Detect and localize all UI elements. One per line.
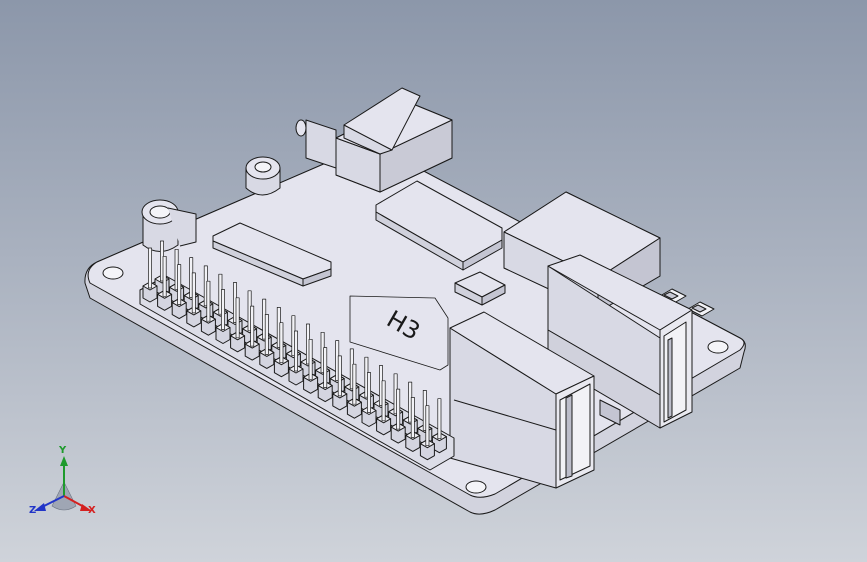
x-axis-label: X <box>88 505 96 516</box>
triad-graphic <box>34 456 92 511</box>
silkscreen-outline <box>349 295 449 371</box>
mounting-hole <box>707 340 729 354</box>
z-axis-arrow <box>34 503 46 511</box>
standoff <box>245 156 281 196</box>
header-pin <box>294 330 298 372</box>
header-pin <box>206 280 211 322</box>
power-jack <box>295 87 453 193</box>
header-pin <box>308 338 313 380</box>
orientation-triad[interactable]: Y X Z <box>22 445 112 528</box>
header-pin <box>148 247 152 289</box>
header-pin <box>410 397 415 438</box>
z-axis-label: Z <box>29 505 37 516</box>
header-pin <box>250 305 255 347</box>
header-pin <box>162 255 167 297</box>
ic-flat <box>212 222 332 287</box>
soc-chip <box>375 180 503 271</box>
mounting-hole <box>102 266 124 280</box>
mounting-hole <box>465 480 487 494</box>
small-ic <box>454 271 506 306</box>
usb-port <box>547 254 693 429</box>
gpio-header <box>139 240 455 471</box>
led-indicators <box>659 288 715 317</box>
header-pin <box>323 347 328 388</box>
y-axis-arrow <box>60 456 68 466</box>
header-pin <box>279 322 284 364</box>
header-pin <box>352 363 357 405</box>
mounting-holes <box>102 266 729 494</box>
header-pin <box>437 398 442 440</box>
usb-port <box>449 311 595 489</box>
header-pin <box>264 314 269 355</box>
y-axis-label: Y <box>59 445 67 456</box>
capacitor <box>141 199 197 252</box>
header-pin <box>177 264 182 305</box>
header-pin <box>396 388 401 430</box>
header-pin <box>367 372 371 413</box>
header-pin <box>221 289 225 330</box>
header-pin <box>425 405 430 447</box>
header-pin <box>337 355 342 397</box>
header-pin <box>191 272 196 314</box>
x-axis-arrow <box>80 504 92 511</box>
header-pin <box>235 297 240 339</box>
header-pin <box>381 380 386 422</box>
